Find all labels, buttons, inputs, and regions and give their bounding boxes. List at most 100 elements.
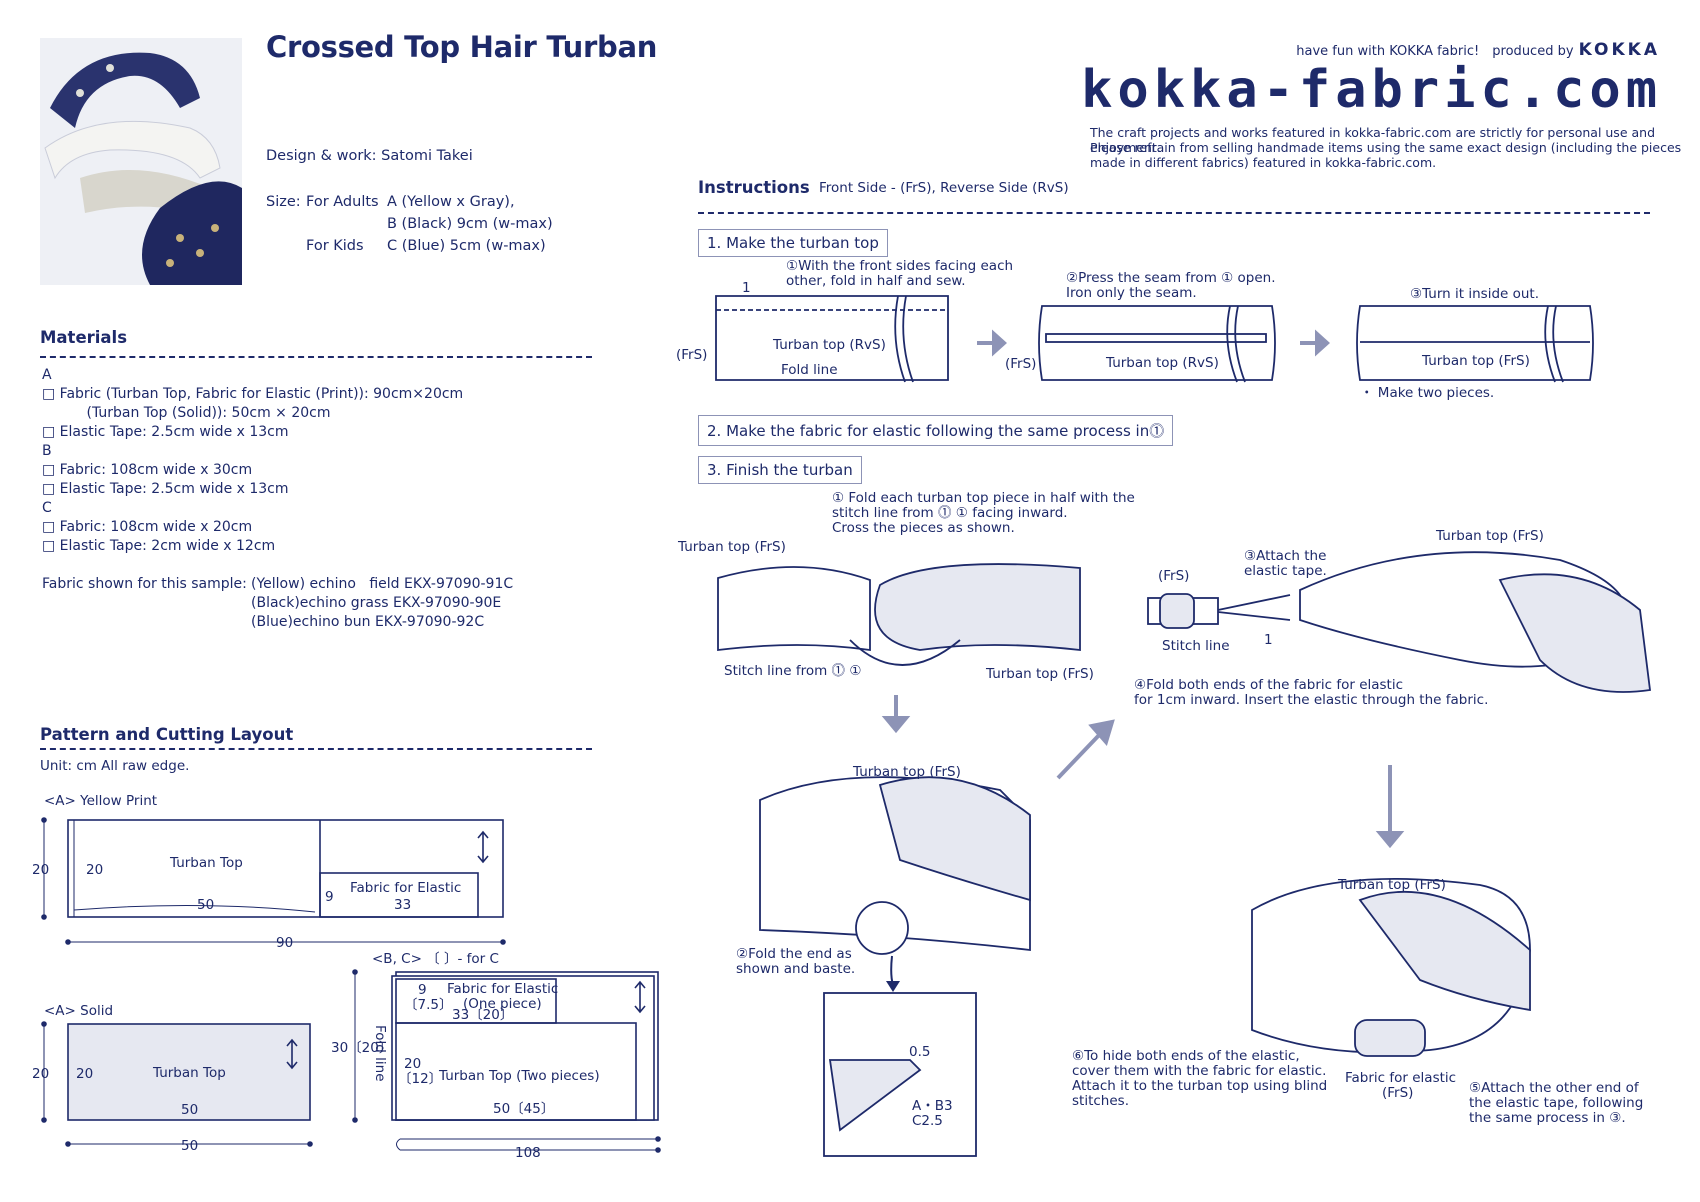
s3-fabric-elastic-2: (FrS) (1382, 1085, 1414, 1101)
s3-turban-mid: Turban top (FrS) (853, 764, 961, 780)
s1-frs-label: (FrS) (676, 347, 708, 363)
s1-instruction-a2: other, fold in half and sew. (786, 273, 966, 289)
dim-20-yellow-inner: 20 (86, 862, 104, 878)
dim-9-yellow: 9 (325, 889, 334, 905)
size-adults-b: B (Black) 9cm (w-max) (387, 216, 553, 232)
materials-line: □ Fabric: 108cm wide x 20cm (42, 519, 253, 535)
dim-20-solid-outer: 20 (32, 1066, 50, 1082)
bc-label: <B, C> 〔 〕- for C (372, 951, 499, 967)
s3-fold-2b: shown and baste. (736, 961, 856, 977)
instructions-legend: Front Side - (FrS), Reverse Side (RvS) (819, 180, 1069, 196)
size-label: Size: (266, 194, 301, 210)
fabric-shown-3: (Blue)echino bun EKX-97090-92C (251, 614, 485, 630)
s3-hide-2: cover them with the fabric for elastic. (1072, 1063, 1327, 1079)
s3-num-1: 1 (1264, 632, 1273, 648)
s1-turban-rvs: Turban top (RvS) (773, 337, 886, 353)
dim-50-solid-bottom: 50 (181, 1138, 199, 1154)
materials-list: A □ Fabric (Turban Top, Fabric for Elast… (42, 366, 463, 556)
s3-instruction-1b: stitch line from ⓵ ① facing inward. (832, 505, 1068, 521)
dim-33-20: 33〔20〕 (452, 1007, 514, 1023)
s1-make-two: ・ Make two pieces. (1360, 385, 1495, 401)
s3-stitch-line: Stitch line from ⓵ ① (724, 663, 862, 679)
s3-stitch-line-label: Stitch line (1162, 638, 1230, 654)
s3-frs: (FrS) (1158, 568, 1190, 584)
yellow-turban-top-label: Turban Top (170, 855, 243, 871)
s3-attach-5a: ⑤Attach the other end of (1469, 1080, 1639, 1096)
s1-c-turban-frs: Turban top (FrS) (1422, 353, 1530, 369)
step-3-heading: 3. Finish the turban (698, 456, 862, 484)
dim-90: 90 (276, 935, 294, 951)
size-kids-label: For Kids (306, 238, 364, 254)
materials-line: A (42, 367, 52, 383)
materials-line: C (42, 500, 52, 516)
brand-logo-name: KOKKA (1578, 40, 1660, 60)
notice-line-3: made in different fabrics) featured in k… (1090, 155, 1437, 170)
dim-20-bc: 20 (404, 1056, 422, 1072)
s3-hide-1: ⑥To hide both ends of the elastic, (1072, 1048, 1300, 1064)
dim-12: 〔12〕 (398, 1071, 443, 1087)
photo-illustration (40, 38, 242, 285)
s1-instruction-c1: ③Turn it inside out. (1410, 286, 1540, 302)
dim-20-yellow-outer: 20 (32, 862, 50, 878)
pattern-divider (40, 748, 592, 750)
materials-line: □ Elastic Tape: 2.5cm wide x 13cm (42, 481, 289, 497)
s3-dim-05: 0.5 (909, 1044, 931, 1060)
s3-hide-3: Attach it to the turban top using blind (1072, 1078, 1328, 1094)
brand-produced-by: produced by (1492, 44, 1574, 59)
size-adults-a: A (Yellow x Gray), (387, 194, 515, 210)
s3-turban-frs-right: Turban top (FrS) (986, 666, 1094, 682)
dim-30-20: 30〔20〕 (331, 1040, 393, 1056)
s1-b-frs: (FrS) (1005, 356, 1037, 372)
s3-fold-4b: for 1cm inward. Insert the elastic throu… (1134, 692, 1489, 708)
s3-dim-c: C2.5 (912, 1113, 943, 1129)
materials-divider (40, 356, 592, 358)
s3-turban-frs-left: Turban top (FrS) (678, 539, 786, 555)
instructions-heading: Instructions (698, 178, 810, 197)
fabric-shown-label: Fabric shown for this sample: (42, 576, 247, 592)
s1-b-turban-rvs: Turban top (RvS) (1106, 355, 1219, 371)
materials-line: □ Fabric: 108cm wide x 30cm (42, 462, 253, 478)
s3-attach-5c: the same process in ③. (1469, 1110, 1626, 1126)
s3-turban-top-frs: Turban top (FrS) (1436, 528, 1544, 544)
bc-turban-top-label: Turban Top (Two pieces) (439, 1068, 600, 1084)
dim-50-yellow: 50 (197, 897, 215, 913)
pattern-unit: Unit: cm All raw edge. (40, 758, 190, 774)
s1-instruction-a1: ①With the front sides facing each (786, 258, 1014, 274)
s3-attach-1: ③Attach the (1244, 548, 1327, 564)
yellow-elastic-label: Fabric for Elastic (350, 880, 462, 896)
s1-instruction-b2: Iron only the seam. (1066, 285, 1197, 301)
materials-line: □ Elastic Tape: 2.5cm wide x 13cm (42, 424, 289, 440)
solid-turban-top-label: Turban Top (153, 1065, 226, 1081)
dim-108: 108 (515, 1145, 541, 1161)
step-2-heading: 2. Make the fabric for elastic following… (698, 415, 1174, 446)
bc-elastic-label: Fabric for Elastic (447, 981, 559, 997)
fabric-shown-2: (Black)echino grass EKX-97090-90E (251, 595, 502, 611)
s3-fold-4a: ④Fold both ends of the fabric for elasti… (1134, 677, 1404, 693)
notice-line-1: The craft projects and works featured in… (1090, 125, 1656, 155)
s3-instruction-1c: Cross the pieces as shown. (832, 520, 1015, 536)
brand-tagline: have fun with KOKKA fabric! (1296, 44, 1480, 59)
materials-line: □ Elastic Tape: 2cm wide x 12cm (42, 538, 276, 554)
yellow-print-label: <A> Yellow Print (44, 793, 158, 809)
s3-attach-5b: the elastic tape, following (1469, 1095, 1644, 1111)
s3-instruction-1a: ① Fold each turban top piece in half wit… (832, 490, 1135, 506)
dim-7-5: 〔7.5〕 (404, 997, 453, 1013)
s3-fabric-elastic-1: Fabric for elastic (1345, 1070, 1457, 1086)
product-photo (40, 38, 242, 285)
solid-label: <A> Solid (44, 1003, 114, 1019)
size-adults-label: For Adults (306, 194, 379, 210)
s1-instruction-b1: ②Press the seam from ① open. (1066, 270, 1276, 286)
notice-line-2: Please refrain from selling handmade ite… (1090, 140, 1682, 155)
s1-fold-line: Fold line (781, 362, 838, 378)
materials-line: B (42, 443, 52, 459)
size-kids-c: C (Blue) 5cm (w-max) (387, 238, 546, 254)
dim-50-45: 50〔45〕 (493, 1101, 555, 1117)
s3-dim-ab: A・B3 (912, 1098, 953, 1114)
design-credit: Design & work: Satomi Takei (266, 148, 473, 164)
bc-fold-line: Fold line (372, 1025, 388, 1082)
page-title: Crossed Top Hair Turban (266, 30, 658, 64)
s3-fold-2a: ②Fold the end as (736, 946, 852, 962)
fabric-shown-1: (Yellow) echino field EKX-97090-91C (251, 576, 514, 592)
